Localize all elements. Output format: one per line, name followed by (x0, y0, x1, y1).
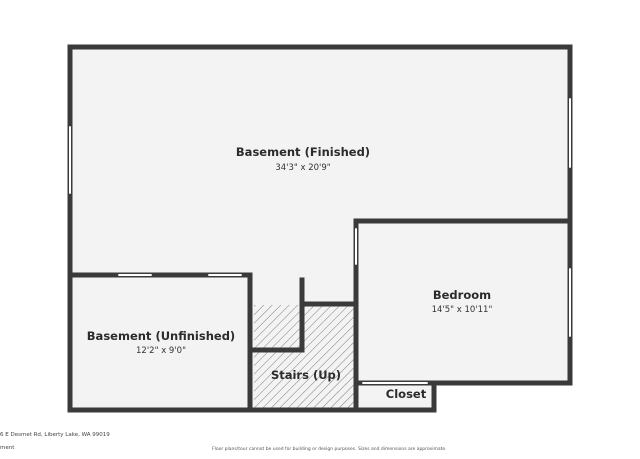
property-address: 6 E Desmet Rd, Liberty Lake, WA 99019 (0, 432, 110, 438)
room-dims-basement-unfinished: 12'2" x 9'0" (136, 346, 186, 356)
windows (69, 98, 571, 384)
floor-closet (356, 383, 434, 410)
floor-level-label: ment (0, 445, 15, 451)
floor-bedroom (356, 221, 570, 383)
floor-plan-disclaimer: Floor plans/tour cannot be used for buil… (212, 447, 447, 452)
room-dims-bedroom: 14'5" x 10'11" (432, 305, 493, 315)
walls (67, 44, 573, 413)
room-dims-basement-finished: 34'3" x 20'9" (275, 163, 330, 173)
room-name-bedroom: Bedroom (433, 288, 491, 302)
room-name-closet: Closet (386, 387, 427, 401)
floor-basement-unfinished (70, 275, 250, 410)
room-name-basement-finished: Basement (Finished) (236, 145, 370, 159)
room-name-stairs: Stairs (Up) (271, 368, 341, 382)
window-edges (67, 97, 573, 386)
room-name-basement-unfinished: Basement (Unfinished) (87, 329, 235, 343)
